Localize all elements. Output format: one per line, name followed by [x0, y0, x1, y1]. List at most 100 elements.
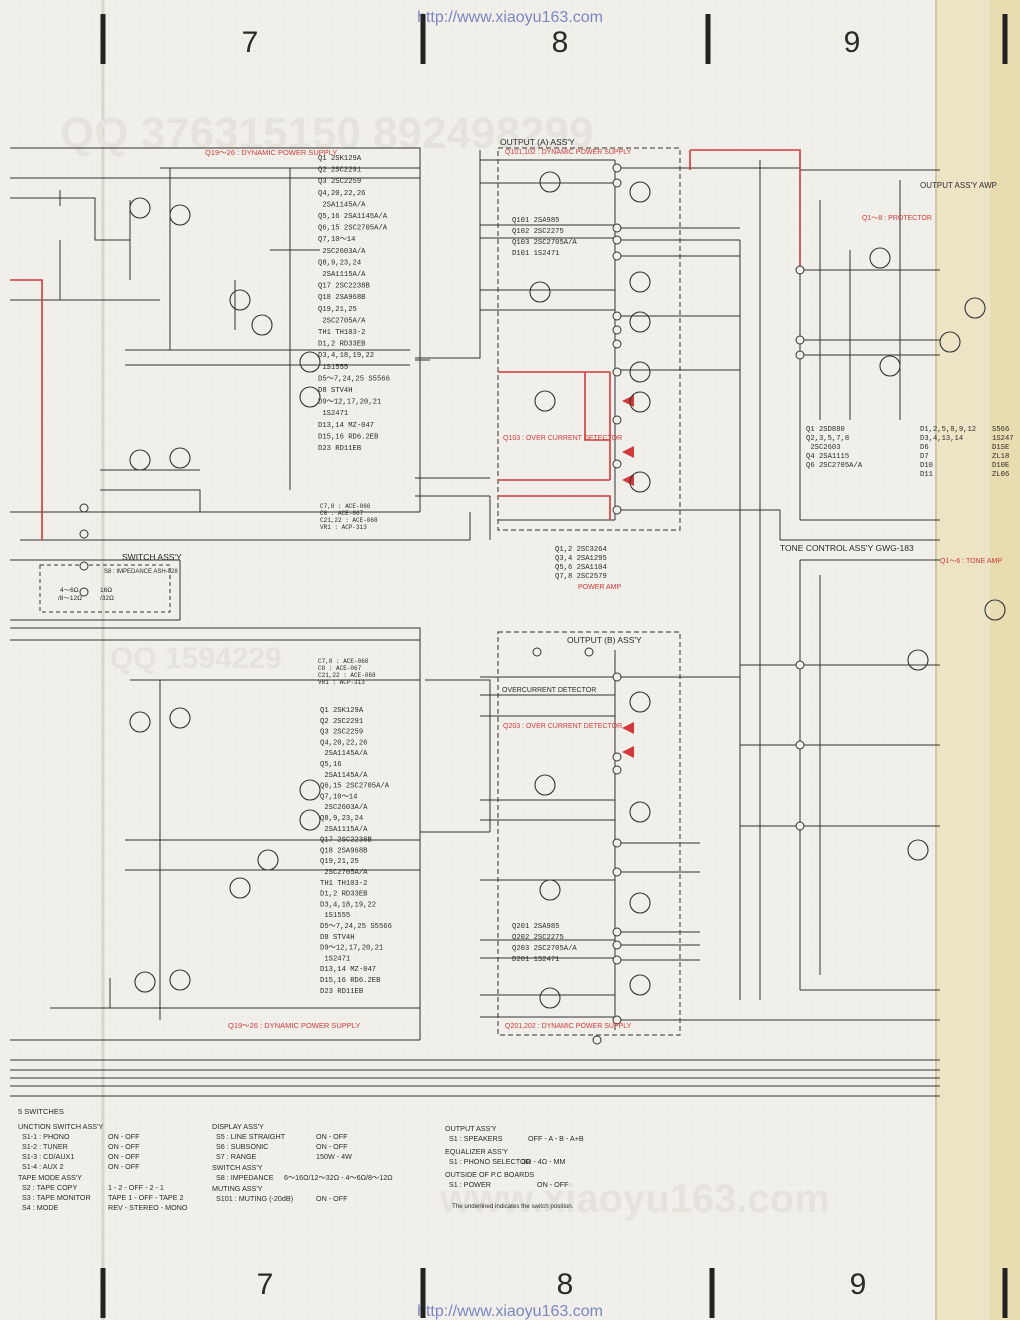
switch-row-value: ON - OFF [316, 1194, 348, 1203]
tl-parts-line: Q1 2SK129A [318, 155, 362, 163]
right-output-title: OUTPUT ASS'Y AWP [920, 181, 997, 190]
bl-parts-line: D1,2 RD33EB [320, 891, 368, 899]
watermark-mid: QQ 1594229 [110, 642, 282, 675]
bl-parts-line: TH1 TH103-2 [320, 880, 367, 888]
switch-row-name: S1 : SPEAKERS [449, 1134, 503, 1143]
tl-parts-line: Q19,21,25 [318, 306, 357, 314]
footer-url: http://www.xiaoyu163.com [417, 1303, 603, 1320]
switch-row-name: S1-1 : PHONO [22, 1132, 70, 1141]
switch-row-name: S101 : MUTING (-20dB) [216, 1194, 293, 1203]
switch-option-1: 4～6Ω [60, 587, 79, 594]
switches-heading: 5 SWITCHES [18, 1107, 64, 1116]
switch-group-title: MUTING ASS'Y [212, 1184, 263, 1193]
bl-parts-line: Q17 2SC2238B [320, 837, 372, 845]
watermark-top: QQ 376315150 892498299 [60, 109, 593, 158]
tl-parts-line: Q6,15 2SC2705A/A [318, 225, 388, 233]
output-b-ocd-label: OVERCURRENT DETECTOR [502, 687, 596, 694]
bl-caps-line: VR1 : ACP-313 [318, 679, 365, 686]
switch-row-name: S1-4 : AUX 2 [22, 1162, 64, 1171]
tl-parts-line: TH1 TH103-2 [318, 329, 365, 337]
tl-parts-line: Q2 2SC2291 [318, 167, 361, 175]
switch-row-name: S1 : PHONO SELECTOR [449, 1157, 531, 1166]
bl-parts-line: 2SA1115A/A [320, 826, 368, 834]
tl-parts-line: D15,16 RD6.2EB [318, 433, 379, 441]
oa-power-line: Q3,4 2SA1295 [555, 555, 607, 563]
switch-option-3: 16Ω [100, 587, 112, 594]
bl-parts-line: 1S1555 [320, 912, 350, 920]
bl-parts-line: Q4,20,22,26 [320, 739, 367, 747]
column-number-7-bottom: 7 [257, 1268, 274, 1301]
bl-parts-line: 1S2471 [320, 955, 350, 963]
switch-row-value: 3Ω - 4Ω - MM [522, 1157, 566, 1166]
header-url: http://www.xiaoyu163.com [417, 9, 603, 26]
switch-group-title: EQUALIZER ASS'Y [445, 1147, 508, 1156]
switch-row-name: S1 : POWER [449, 1180, 491, 1189]
tl-parts-line: Q17 2SC2238B [318, 283, 370, 291]
bl-parts-line: D13,14 MZ-047 [320, 966, 376, 974]
switch-row-name: S7 : RANGE [216, 1152, 257, 1161]
switch-row-value: 6～16Ω/12～32Ω - 4～6Ω/8～12Ω [284, 1173, 393, 1182]
top-left-dps-title: Q19～26 : DYNAMIC POWER SUPPLY [205, 148, 337, 157]
wiring [10, 147, 940, 1097]
tl-parts-line: Q5,16 2SA1145A/A [318, 213, 388, 221]
bl-parts-line: 2SC2705A/A [320, 869, 368, 877]
switch-row-value: 150W - 4W [316, 1152, 352, 1161]
output-a-power-label: POWER AMP [578, 584, 622, 591]
ob-parts-line: Q203 2SC2705A/A [512, 945, 577, 953]
bl-parts-line: Q8,9,23,24 [320, 815, 363, 823]
tone-title: TONE CONTROL ASS'Y GWG-183 [780, 543, 914, 553]
rt-b-line: D10 [920, 462, 933, 470]
tl-parts-line: D8 STV4H [318, 387, 353, 395]
switch-row-value: ON - OFF [108, 1142, 140, 1151]
rt-c-line: D10E [992, 462, 1009, 470]
tl-parts-line: Q4,20,22,26 [318, 190, 365, 198]
switch-row-name: S8 : IMPEDANCE [216, 1173, 274, 1182]
bl-parts-line: D15,16 RD6.2EB [320, 977, 381, 985]
tl-parts-line: 2SC2705A/A [318, 317, 366, 325]
switch-row-name: S4 : MODE [22, 1203, 59, 1212]
tl-parts-line: D1,2 RD33EB [318, 341, 366, 349]
oa-parts-line: Q101 2SA985 [512, 217, 559, 225]
tl-parts-line: 1S1555 [318, 364, 348, 372]
tl-caps-line: C21,22 : ACE-068 [320, 517, 378, 524]
tone-sub: Q1～6 : TONE AMP [940, 558, 1002, 565]
bl-parts-line: D9～12,17,20,21 [320, 945, 383, 953]
switch-option-2: /8～12Ω [58, 595, 82, 602]
switch-group-title: SWITCH ASS'Y [212, 1163, 263, 1172]
output-a-title: OUTPUT (A) ASS'Y [500, 137, 575, 147]
switch-row-value: ON - OFF [108, 1162, 140, 1171]
bl-parts-line: Q1 2SK129A [320, 707, 364, 715]
rt-c-line: 1S247 [992, 435, 1014, 443]
rt-b-line: D1,2,5,8,9,12 [920, 426, 976, 434]
oa-parts-line: Q102 2SC2275 [512, 228, 564, 236]
switches-table: UNCTION SWITCH ASS'YS1-1 : PHONO ON - OFF… [18, 1122, 584, 1212]
column-number-8-top: 8 [552, 26, 569, 59]
output-a-ocd: Q103 : OVER CURRENT DETECTOR [503, 435, 622, 442]
switch-row-value: REV - STEREO - MONO [108, 1203, 188, 1212]
switch-row-name: S1-2 : TUNER [22, 1142, 68, 1151]
bl-parts-line: D23 RD11EB [320, 988, 364, 996]
oa-parts-line: Q103 2SC2705A/A [512, 239, 577, 247]
bl-parts-line: Q7,10～14 [320, 793, 357, 801]
tl-parts-line: Q18 2SA968B [318, 294, 366, 302]
tl-parts-line: Q7,10～14 [318, 236, 355, 244]
switch-row-name: S1-3 : CD/AUX1 [22, 1152, 74, 1161]
switch-group-title: UNCTION SWITCH ASS'Y [18, 1122, 103, 1131]
tl-parts-line: 2SC2603A/A [318, 248, 366, 256]
switch-row-value: OFF - A - B - A+B [528, 1134, 584, 1143]
bl-parts-line: D5～7,24,25 S5566 [320, 923, 392, 931]
tl-parts-line: D9～12,17,20,21 [318, 399, 381, 407]
right-protector: Q1～8 : PROTECTOR [862, 215, 932, 222]
rt-a-line: Q1 2SD880 [806, 426, 845, 434]
switch-group-title: OUTPUT ASS'Y [445, 1124, 497, 1133]
oa-power-line: Q5,6 2SA1104 [555, 564, 607, 572]
column-number-8-bottom: 8 [557, 1268, 574, 1301]
column-number-9-top: 9 [844, 26, 861, 59]
